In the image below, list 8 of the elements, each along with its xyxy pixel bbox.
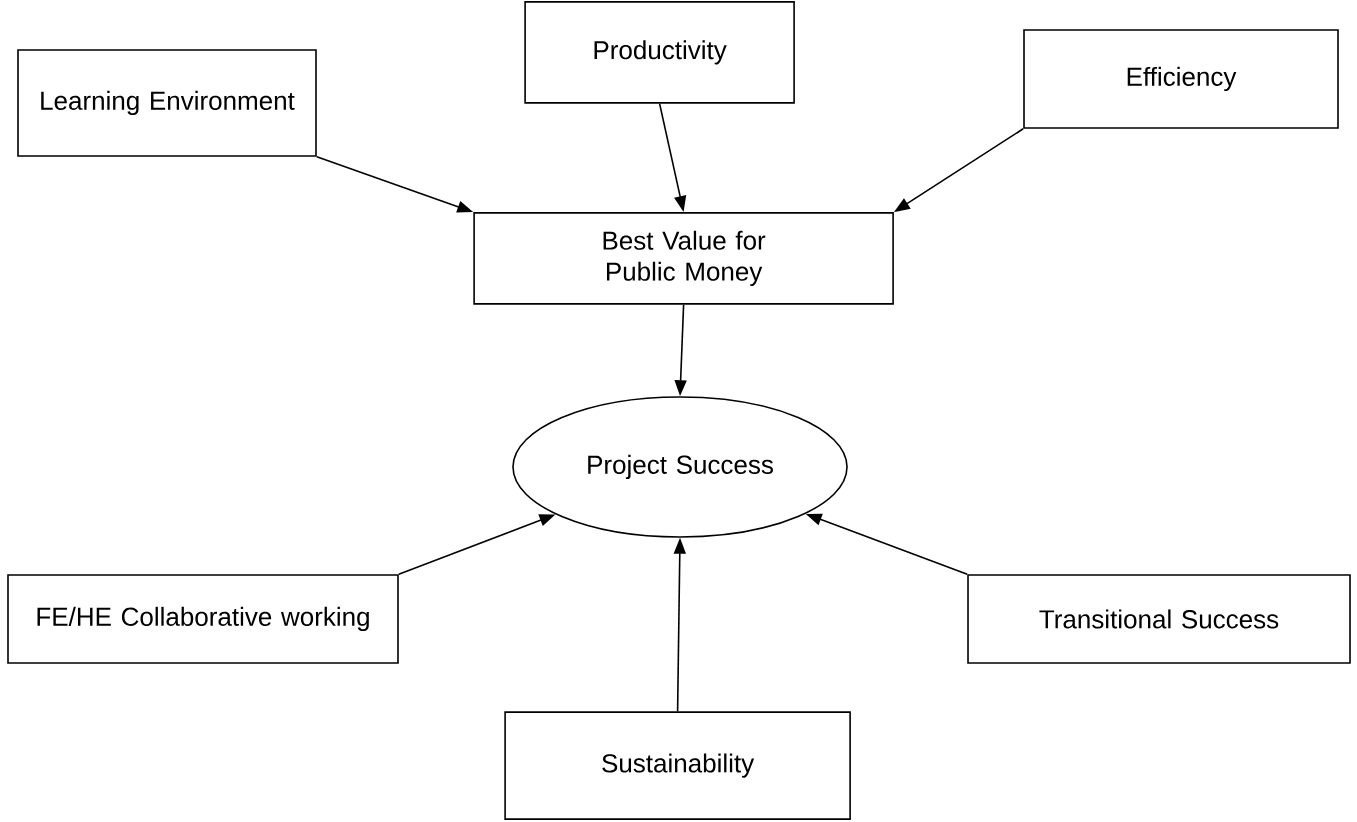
- ellipse-node: Project Success: [512, 396, 848, 538]
- process-box: Efficiency: [1023, 29, 1339, 129]
- process-box: Best Value for Public Money: [473, 212, 894, 305]
- process-box: FE/HE Collaborative working: [7, 574, 399, 664]
- process-box: Learning Environment: [17, 49, 317, 157]
- process-box: Transitional Success: [967, 574, 1351, 664]
- process-box: Sustainability: [504, 711, 851, 820]
- process-box: Productivity: [524, 1, 795, 104]
